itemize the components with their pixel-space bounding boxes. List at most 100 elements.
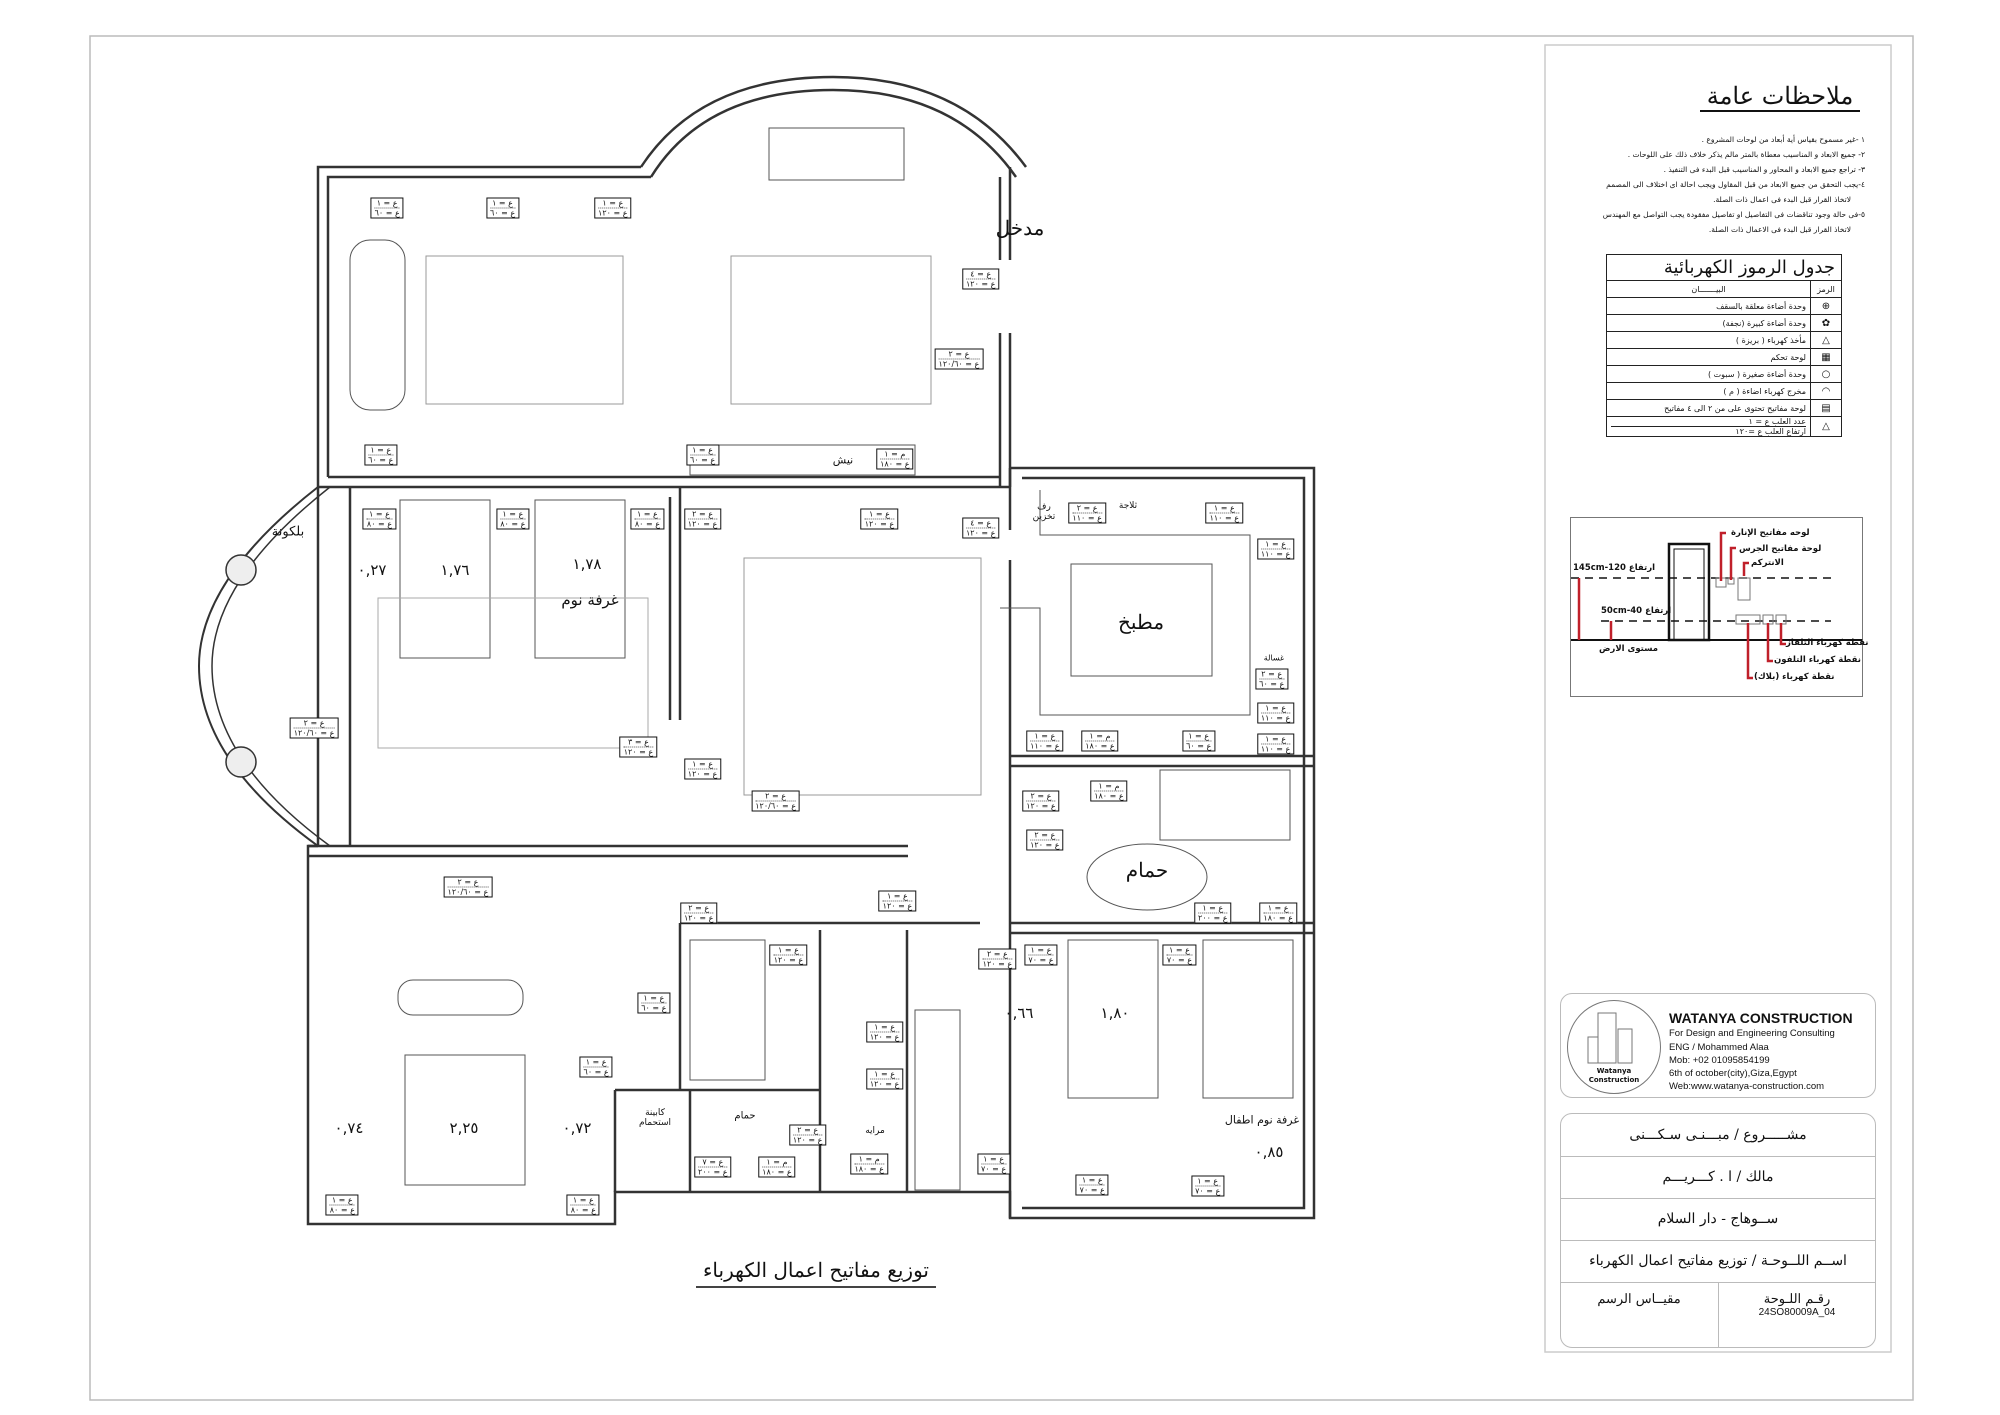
note-item: ٣- تراجع جميع الابعاد و المحاور و المناس…	[1663, 165, 1865, 174]
switch-tag-text: ع = ٢	[687, 510, 718, 520]
switch-tag-text: ع = ١٢٠	[1030, 840, 1060, 850]
project-name: مشـــــروع / مبـــنـى سـكـــنى	[1561, 1114, 1875, 1157]
symbol-desc: وحدة أضاءة معلقة بالسقف	[1606, 297, 1811, 315]
switch-tag-text: ع = ٢	[1072, 503, 1102, 514]
label-washer: غسالة	[1263, 653, 1285, 663]
symbol-desc-text: مأخذ كهرباء ( بريزة )	[1735, 335, 1806, 345]
symbol-row: ✿وحدة أضاءة كبيرة (نجفة)	[1606, 314, 1842, 332]
label-bell-switches: لوحة مفاتيح الجرس	[1739, 544, 1822, 554]
switch-tag-text: ع = ١٨٠	[880, 459, 910, 469]
symbol-desc-text: لوحة تحكم	[1770, 352, 1806, 362]
switch-tag-text: ع = ١	[1260, 539, 1291, 550]
company-name: WATANYA CONSTRUCTION	[1669, 1010, 1853, 1026]
switch-tag-text: ع = ٦٠	[374, 208, 400, 218]
switch-tag-text: ع = ٢	[1030, 830, 1060, 841]
switch-tag-text: ع = ١٨٠	[1263, 913, 1293, 923]
sheet-name: اســم اللــوحـة / توزيع مفاتيح اعمال الك…	[1561, 1240, 1875, 1283]
note-item: لاتخاذ القرار قبل البدء فى الاعمال ذات ا…	[1708, 225, 1851, 234]
switch-tag-text: ع = ٧٠	[1028, 955, 1054, 965]
symbol-row: ○وحدة أضاءة صغيرة ( سبوت )	[1606, 365, 1842, 383]
sheet-number-cell: رقـم اللـوحة 24SO80009A_04	[1718, 1282, 1875, 1347]
switch-tag-text: ع = ٢	[293, 719, 335, 729]
switch-tag-text: م = ١	[854, 1155, 884, 1165]
switch-tag-text: ع = ١	[864, 510, 895, 520]
switch-tag-text: ع = ٦٠	[489, 208, 516, 218]
label-height-high: ارتفاع 120-145cm	[1573, 563, 1655, 573]
light-outlet-icon: ◠	[1810, 382, 1842, 400]
switch-tag-text: ع = ٦٠	[583, 1067, 609, 1077]
switch-tag-text: ع = ١	[687, 760, 718, 770]
switch-tag-text: ع = ١	[1079, 1175, 1105, 1186]
switch-tag-text: ع = ١٢٠	[687, 519, 718, 529]
switch-tag-text: ع = ٢	[447, 878, 489, 888]
switch-tag-text: ع = ١	[1030, 731, 1060, 742]
switch-tag-text: ع = ١٨٠	[1085, 741, 1115, 751]
switch-tag-text: ع = ١٨٠	[854, 1164, 884, 1174]
switch-tag-text: ع = ١	[1198, 903, 1228, 914]
symbol-desc: لوحة مفاتيح تحتوى على من ٢ الى ٤ مفاتيح	[1606, 399, 1811, 417]
switch-tag-text: ع = ١	[368, 446, 394, 456]
label-fridge: ثلاجة	[1118, 501, 1138, 511]
switch-tag-text: ع = ١	[500, 510, 526, 520]
switch-tag-text: ع = ١	[366, 510, 393, 520]
switch-tag-text: ع = ٧٠	[1195, 1186, 1221, 1196]
switch-tag-text: ع = ١٢٠	[773, 955, 804, 965]
switch-tag-text: ع = ١٢٠/٦٠	[293, 728, 335, 738]
symbol-row: ◠مخرج كهرباء اضاءة ( م )	[1606, 382, 1842, 400]
switch-tag-text: م = ١	[880, 449, 910, 460]
sheet-number: 24SO80009A_04	[1758, 1307, 1836, 1318]
switch-tag-text: ع = ١٢٠	[982, 959, 1013, 969]
switch-tag-text: ع = ١٢٠	[683, 913, 714, 923]
switch-tag-text: ع = ٢	[792, 1125, 823, 1136]
switch-tag-text: ع = ١٢٠	[869, 1079, 900, 1089]
switch-tag-text: ع = ٧٠	[1079, 1185, 1105, 1195]
switch-tag-text: ع = ٢٠٠	[1198, 913, 1228, 923]
label-niche: نيش	[832, 453, 854, 467]
switch-height-icon: △	[1810, 416, 1842, 437]
switch-tag-text: م = ١	[1094, 781, 1124, 792]
switch-tag-text: ع = ١	[882, 892, 913, 902]
symbols-table-title: جدول الرموز الكهربائية	[1606, 254, 1842, 280]
room-label-kitchen: مطبخ	[1117, 610, 1165, 634]
switch-tag-text: ع = ٢	[1259, 670, 1285, 680]
switch-tag-text: م = ١	[1085, 731, 1115, 742]
switch-tag-text: ع = ٢٠٠	[698, 1167, 728, 1177]
switch-tag-text: ع = ١٢٠	[623, 747, 654, 757]
switch-panel-icon: ▤	[1810, 399, 1842, 417]
label-mirror: مرايه	[865, 1126, 885, 1136]
note-item: لاتخاذ القرار قبل البدء فى اعمال ذات الص…	[1713, 195, 1851, 204]
label-floor-level: مستوى الارض	[1599, 644, 1659, 654]
switch-tag-text: ع = ٨٠	[634, 519, 660, 529]
switch-tag-text: ع = ١٢٠	[864, 519, 895, 529]
symbol-desc-text: وحدة أضاءة كبيرة (نجفة)	[1722, 318, 1806, 328]
symbol-row: ▤لوحة مفاتيح تحتوى على من ٢ الى ٤ مفاتيح	[1606, 399, 1842, 417]
switch-tag-text: ع = ٨٠	[366, 519, 393, 529]
symbol-desc-text: عدد العلب ع = ١	[1748, 417, 1806, 426]
note-item: ١ -غير مسموح بقياس أية أبعاد من لوحات ال…	[1701, 135, 1865, 144]
notes-title: ملاحظات عامة	[1700, 82, 1860, 112]
switch-tag-text: ع = ٤	[965, 519, 996, 529]
